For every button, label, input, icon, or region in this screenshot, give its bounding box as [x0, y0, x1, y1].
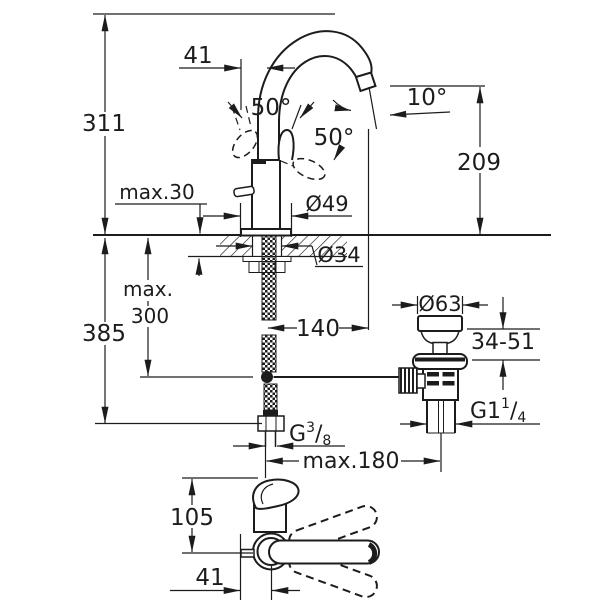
dim-label-max: max. [123, 277, 173, 301]
rod-coupling-knob [398, 367, 418, 394]
dim-label-d63: Ø63 [418, 292, 461, 316]
dim-label-41-top: 41 [183, 43, 212, 69]
spout-outer-arc [256, 30, 373, 123]
base-flange [240, 228, 292, 237]
dim-label-385: 385 [82, 321, 126, 347]
dim-waste-thread: G11/4 [400, 396, 540, 428]
supply-shank [242, 235, 399, 447]
threaded-hose-lower [263, 383, 278, 411]
waste-neck [432, 341, 448, 355]
dim-label-209: 209 [457, 150, 501, 176]
rod-pivot [261, 371, 273, 383]
dim-hose-length: max. 300 [121, 237, 253, 378]
dim-label-10: 10° [407, 85, 448, 111]
handle-end-crescent [367, 542, 378, 565]
popup-rod-knob [233, 185, 255, 198]
lever-ghost-right [292, 157, 326, 181]
lever-blade-top-view [252, 478, 300, 510]
spout-inner-arc [278, 55, 358, 123]
dim-label-311: 311 [82, 111, 126, 137]
lever-tip-mark [252, 160, 266, 164]
dim-spout-offset: 41 [179, 43, 295, 110]
dim-waste-range: 34-51 [467, 297, 540, 390]
faucet-body [231, 30, 377, 237]
dim-label-50-right: 50° [314, 125, 355, 151]
dim-aerator-angle: 10° [332, 85, 451, 330]
dim-hole-diameter: Ø34 [216, 242, 363, 268]
dimensions-front: 311 41 50° 50° 10° [82, 13, 540, 478]
rod-coupling [416, 373, 426, 389]
counter-hatch-right [281, 236, 347, 256]
dim-swivel-right: 50° [314, 125, 355, 161]
threaded-hose-upper [261, 235, 277, 321]
dim-swivel-left: 50° [227, 95, 315, 121]
dim-label-105: 105 [170, 505, 214, 531]
hose-collar [263, 410, 278, 416]
dim-below-deck: 385 [82, 237, 262, 425]
dim-handle-offset: 41 [170, 534, 300, 600]
threaded-hose-mid [261, 334, 277, 373]
waste-flange-band [415, 357, 465, 362]
dim-label-140: 140 [296, 316, 340, 342]
dim-projection: 140 [267, 316, 369, 342]
dim-label-d49: Ø49 [305, 192, 348, 216]
dim-label-34-51: 34-51 [471, 330, 535, 355]
dim-label-41-bottom: 41 [195, 565, 224, 591]
dim-label-50-left: 50° [251, 95, 292, 121]
dim-label-300: 300 [131, 304, 169, 328]
popup-waste-assembly [398, 315, 468, 472]
dim-label-g38: G3/8 [289, 420, 331, 449]
aerator-outlet [354, 71, 377, 93]
top-view: 105 41 [170, 477, 380, 600]
dim-supply-thread: G3/8 [233, 420, 345, 478]
dim-label-max30: max.30 [119, 180, 194, 204]
dim-handle-height: 105 [170, 477, 258, 554]
dim-base-diameter: Ø49 [203, 192, 352, 237]
front-view [93, 30, 551, 472]
mixer-body [251, 159, 281, 230]
dim-label-g114: G11/4 [470, 396, 526, 426]
dim-spacing: max.180 [266, 449, 441, 474]
handle-top-view [268, 539, 380, 565]
dim-label-max180: max.180 [303, 449, 400, 474]
dim-deck-thickness: max.30 [115, 180, 207, 276]
waste-plug-cap [417, 315, 463, 332]
dim-waste-diameter: Ø63 [392, 292, 488, 316]
lever-up-position [277, 128, 295, 161]
dim-outlet-height: 209 [390, 85, 503, 235]
dim-total-height: 311 [82, 13, 335, 235]
lever-ghost-left [231, 129, 259, 159]
dim-label-d34: Ø34 [317, 243, 360, 267]
